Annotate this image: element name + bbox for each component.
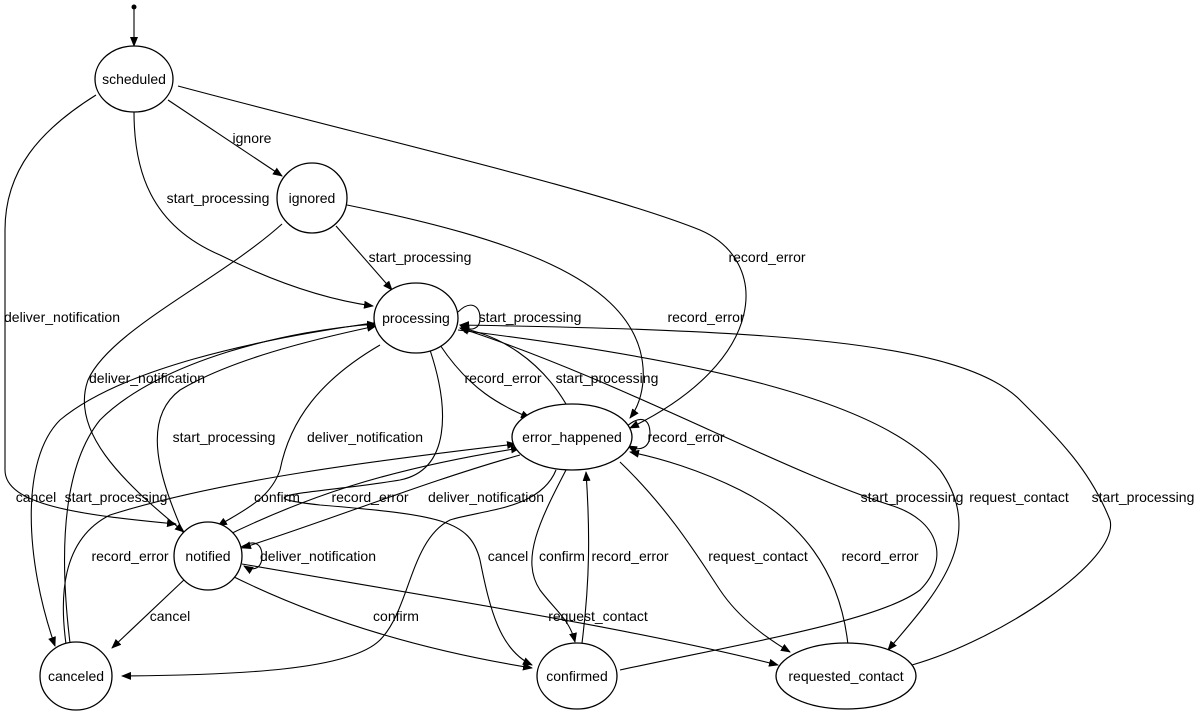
- state-scheduled: scheduled: [94, 45, 174, 113]
- edge-label: cancel: [150, 608, 190, 624]
- state-label: canceled: [48, 668, 104, 684]
- state-ignored: ignored: [276, 162, 348, 234]
- edge-label: deliver_notification: [307, 429, 423, 445]
- edge-notified-self: deliver_notification: [239, 542, 376, 575]
- edge-processing-requested: request_contact: [457, 329, 1069, 651]
- edge-processing-error: record_error: [439, 344, 542, 419]
- state-label: error_happened: [522, 429, 622, 445]
- edge-processing-confirmed: confirm: [254, 349, 533, 666]
- edge-error-requested: request_contact: [619, 461, 808, 653]
- edge-notified-requested: request_contact: [241, 563, 779, 667]
- edge-label: start_processing: [369, 249, 472, 265]
- edge-label: deliver_notification: [428, 489, 544, 505]
- edge-label: deliver_notification: [260, 548, 376, 564]
- state-label: processing: [382, 310, 450, 326]
- edge-label: request_contact: [548, 608, 648, 624]
- edge-ignored-notified: deliver_notification: [83, 223, 283, 533]
- state-label: requested_contact: [788, 668, 903, 684]
- edge-label: confirm: [539, 548, 585, 564]
- edge-label: record_error: [647, 429, 724, 445]
- edge-confirmed-processing: start_processing: [459, 326, 964, 671]
- edge-ignored-error: record_error: [346, 204, 745, 419]
- edge-notified-processing: start_processing: [156, 323, 377, 538]
- state-confirmed: confirmed: [536, 642, 618, 710]
- state-notified: notified: [173, 521, 243, 591]
- edge-label: deliver_notification: [4, 309, 120, 325]
- state-processing: processing: [373, 282, 459, 354]
- edge-label: confirm: [373, 608, 419, 624]
- edge-notified-error: record_error: [225, 445, 521, 537]
- state-label: notified: [185, 548, 230, 564]
- edge-error-processing: start_processing: [459, 325, 659, 405]
- edge-error-self: record_error: [624, 418, 725, 454]
- edge-label: start_processing: [167, 190, 270, 206]
- edge-requested-processing: start_processing: [459, 321, 1195, 666]
- edge-canceled-error: record_error: [62, 441, 517, 645]
- edge-label: cancel: [16, 489, 56, 505]
- edge-label: start_processing: [1092, 489, 1195, 505]
- edge-label: confirm: [254, 489, 300, 505]
- edge-scheduled-ignored: ignore: [167, 99, 283, 177]
- edge-label: start_processing: [479, 309, 582, 325]
- state-canceled: canceled: [39, 641, 113, 711]
- edge-notified-confirmed: confirm: [227, 573, 533, 671]
- edge-label: record_error: [591, 548, 668, 564]
- edge-label: start_processing: [861, 489, 964, 505]
- edge-requested-error: record_error: [629, 449, 919, 646]
- initial-state-dot: [131, 4, 137, 10]
- edge-scheduled-notified: deliver_notification: [4, 94, 177, 528]
- edge-notified-canceled: cancel: [111, 577, 190, 649]
- edge-label: start_processing: [556, 370, 659, 386]
- edge-label: record_error: [841, 548, 918, 564]
- edge-canceled-processing: start_processing: [63, 320, 377, 644]
- state-requested-contact: requested_contact: [775, 642, 917, 710]
- edge-ignored-processing: start_processing: [335, 225, 472, 291]
- edge-processing-notified: deliver_notification: [217, 344, 423, 527]
- edge-label: cancel: [488, 548, 528, 564]
- edge-error-notified: deliver_notification: [241, 454, 544, 550]
- edge-label: request_contact: [708, 548, 808, 564]
- state-label: ignored: [289, 190, 336, 206]
- state-label: scheduled: [102, 71, 166, 87]
- edge-label: record_error: [464, 370, 541, 386]
- edge-label: request_contact: [969, 489, 1069, 505]
- state-label: confirmed: [546, 668, 607, 684]
- edge-confirmed-error: record_error: [581, 471, 669, 644]
- edge-label: record_error: [91, 548, 168, 564]
- state-error-happened: error_happened: [511, 403, 633, 471]
- edge-label: start_processing: [173, 429, 276, 445]
- edge-label: record_error: [728, 249, 805, 265]
- edge-label: record_error: [331, 489, 408, 505]
- edge-error-confirmed: confirm: [531, 469, 585, 643]
- edge-label: deliver_notification: [89, 370, 205, 386]
- edge-scheduled-processing: start_processing: [133, 111, 374, 309]
- edge-label: start_processing: [65, 489, 168, 505]
- edge-scheduled-error: record_error: [177, 85, 806, 429]
- edge-error-canceled: cancel: [121, 469, 557, 680]
- edge-label: ignore: [233, 130, 272, 146]
- edge-label: record_error: [667, 309, 744, 325]
